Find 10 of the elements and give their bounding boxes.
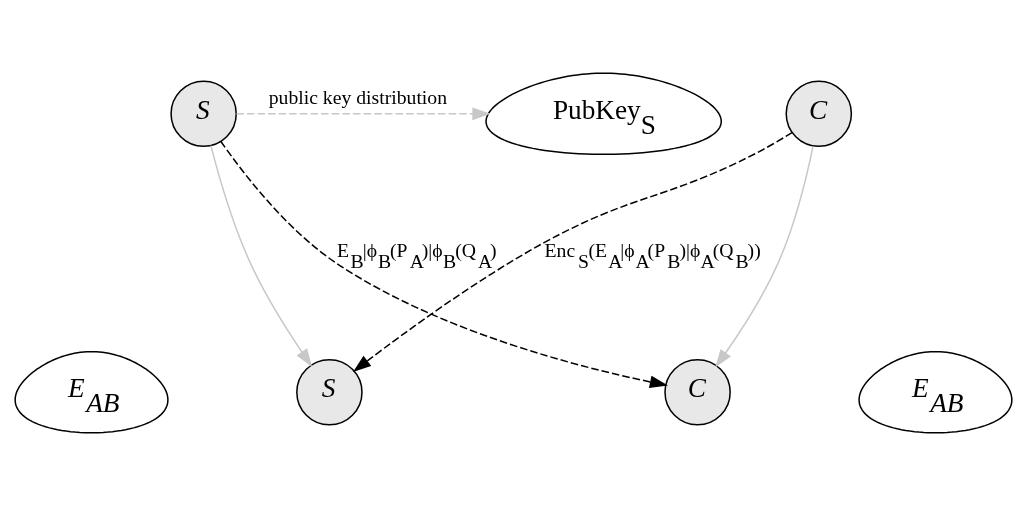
node-circle: C — [785, 79, 853, 147]
arrow — [210, 144, 313, 367]
arrow — [220, 140, 669, 388]
arrow — [235, 106, 491, 120]
node-circle: C — [664, 358, 731, 426]
edge-label: public key distribution — [268, 85, 448, 108]
node-circle: S — [296, 358, 363, 426]
arrow — [715, 145, 814, 368]
node-circle: S — [170, 79, 237, 147]
arrow — [352, 131, 793, 372]
